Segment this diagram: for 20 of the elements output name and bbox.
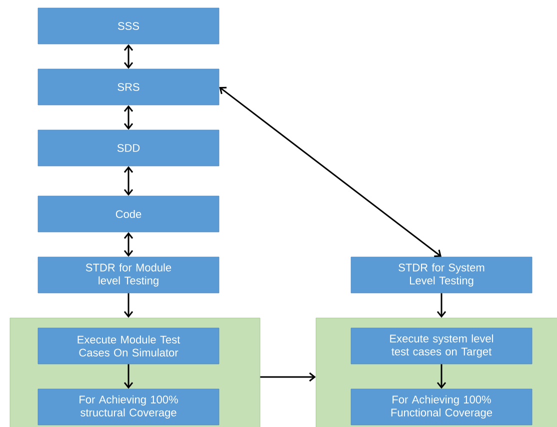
process-box: For Achieving 100% Functional Coverage bbox=[350, 388, 532, 426]
process-box: For Achieving 100% structural Coverage bbox=[38, 388, 220, 426]
process-box: Code bbox=[38, 196, 220, 232]
process-box: STDR for System Level Testing bbox=[350, 256, 532, 294]
arrow bbox=[219, 86, 442, 257]
process-box: STDR for Module level Testing bbox=[38, 256, 220, 294]
arrow bbox=[124, 105, 134, 130]
process-box: SRS bbox=[38, 68, 220, 106]
arrow bbox=[436, 293, 446, 318]
arrow bbox=[124, 232, 134, 257]
arrow bbox=[124, 364, 134, 389]
arrow bbox=[124, 166, 134, 196]
process-box: Execute Module Test Cases On Simulator bbox=[38, 328, 220, 364]
process-box: Execute system level test cases on Target bbox=[350, 328, 532, 364]
arrow bbox=[260, 372, 316, 382]
arrow bbox=[436, 364, 446, 389]
arrow bbox=[124, 293, 134, 318]
arrow bbox=[124, 44, 134, 69]
process-box: SDD bbox=[38, 130, 220, 166]
process-box: SSS bbox=[38, 8, 220, 44]
